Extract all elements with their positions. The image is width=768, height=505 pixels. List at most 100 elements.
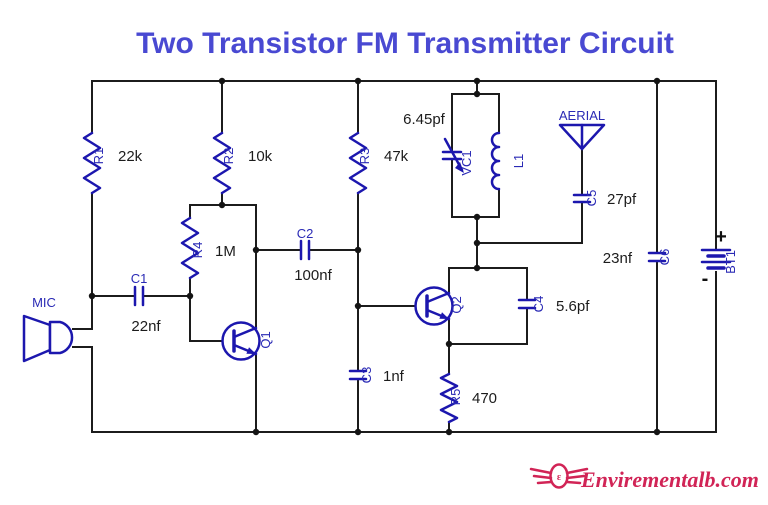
capacitor-plates — [517, 298, 537, 310]
capacitor-ref-label: C1 — [131, 271, 148, 286]
capacitor-value-label: 23nf — [603, 250, 633, 267]
inductor-ref-label: L1 — [511, 154, 526, 168]
resistor-ref-label: R5 — [448, 389, 463, 406]
junction-dot — [218, 201, 226, 209]
battery-long-plates — [700, 248, 732, 264]
resistor-r4: R4 1M — [180, 216, 236, 280]
inductor-coil — [490, 131, 501, 191]
battery-minus-sign: - — [702, 268, 709, 290]
page-title: Two Transistor FM Transmitter Circuit — [136, 27, 674, 60]
transistor-collector-lead — [425, 291, 451, 304]
capacitor-value-label: 1nf — [383, 368, 405, 385]
junction-dot — [473, 213, 481, 221]
resistor-zigzag — [348, 131, 368, 195]
junction-dot — [473, 77, 481, 85]
battery-short-plates — [706, 254, 726, 270]
capacitor-ref-label: C4 — [531, 296, 546, 313]
aerial-label: AERIAL — [559, 108, 605, 123]
junction-dot — [473, 264, 481, 272]
capacitor-c1: C1 22nf — [131, 271, 162, 335]
microphone-cone — [22, 314, 52, 363]
brand-left-wing — [529, 467, 553, 485]
resistor-value-label: 1M — [215, 243, 236, 260]
resistor-zigzag — [439, 372, 459, 424]
r3-branch-wires — [357, 80, 428, 433]
battery-bt1: + - BT1 — [700, 226, 738, 290]
capacitor-plates — [647, 251, 667, 263]
resistor-r5: R5 470 — [439, 372, 497, 424]
resistor-ref-label: R3 — [357, 148, 372, 165]
capacitor-value-label: 100nf — [294, 267, 332, 284]
capacitor-ref-label: C5 — [584, 190, 599, 207]
junction-dot — [354, 428, 362, 436]
resistor-value-label: 47k — [384, 148, 409, 165]
microphone-label: MIC — [32, 295, 56, 310]
resistor-zigzag — [212, 131, 232, 195]
junction-dot — [354, 77, 362, 85]
junction-dot — [88, 292, 96, 300]
q2-stage-wires — [448, 267, 528, 433]
capacitor-ref-label: C3 — [359, 367, 374, 384]
capacitor-plates — [572, 193, 592, 204]
transistor-emitter-arrow — [246, 347, 256, 354]
capacitor-plates — [133, 285, 145, 307]
battery-ref-label: BT1 — [723, 250, 738, 274]
capacitor-c5: C5 27pf — [572, 190, 637, 208]
junction-dot — [218, 77, 226, 85]
brand-emblem-glyph: ε — [557, 472, 562, 483]
junction-dots — [88, 77, 661, 436]
capacitor-value-label: 22nf — [131, 318, 161, 335]
resistor-r3: R3 47k — [348, 131, 409, 195]
transistor-q2: Q2 — [414, 286, 464, 326]
capacitor-c6: C6 23nf — [603, 249, 672, 267]
resistor-value-label: 10k — [248, 148, 273, 165]
variable-capacitor-vc1: VC1 6.45pf — [403, 111, 474, 176]
capacitor-plates — [299, 239, 311, 261]
brand-name: Envirementalb.com — [580, 467, 759, 492]
variable-capacitor-value-label: 6.45pf — [403, 111, 446, 128]
resistor-value-label: 470 — [472, 390, 497, 407]
resistor-ref-label: R1 — [91, 148, 106, 165]
resistor-r1: R1 22k — [82, 131, 143, 195]
aerial-feed-wires — [476, 148, 583, 244]
resistor-value-label: 22k — [118, 148, 143, 165]
junction-dot — [354, 246, 362, 254]
resistor-r2: R2 10k — [212, 131, 273, 195]
resistor-ref-label: R2 — [221, 148, 236, 165]
inductor-l1: L1 — [490, 131, 526, 191]
microphone-dome — [48, 320, 74, 355]
capacitor-ref-label: C6 — [657, 249, 672, 266]
capacitor-c2: C2 100nf — [294, 226, 332, 284]
junction-dot — [252, 246, 260, 254]
transistor-q1: Q1 — [221, 321, 273, 361]
left-branch-wires — [72, 80, 191, 433]
transistor-emitter-arrow — [439, 312, 449, 319]
capacitor-c3: C3 1nf — [348, 367, 405, 385]
junction-dot — [354, 302, 362, 310]
battery-plus-sign: + — [715, 226, 727, 248]
junction-dot — [473, 90, 481, 98]
variable-capacitor-ref-label: VC1 — [459, 150, 474, 175]
junction-dot — [653, 428, 661, 436]
brand-right-wing — [565, 467, 589, 485]
brand-watermark: ε Envirementalb.com — [529, 463, 759, 492]
junction-dot — [445, 428, 453, 436]
capacitor-c4: C4 5.6pf — [517, 296, 590, 315]
resistor-zigzag — [180, 216, 200, 280]
aerial-symbol: AERIAL — [558, 108, 606, 151]
junction-dot — [252, 428, 260, 436]
transistor-ref-label: Q2 — [449, 296, 464, 313]
capacitor-ref-label: C2 — [297, 226, 314, 241]
transistor-ref-label: Q1 — [258, 331, 273, 348]
variable-arrowhead — [455, 162, 464, 173]
capacitor-value-label: 27pf — [607, 191, 637, 208]
junction-dot — [653, 77, 661, 85]
junction-dot — [473, 239, 481, 247]
brand-emblem-oval — [549, 463, 569, 489]
capacitor-value-label: 5.6pf — [556, 298, 590, 315]
microphone-symbol: MIC — [22, 295, 74, 363]
transistor-collector-lead — [232, 326, 258, 339]
resistor-zigzag — [82, 131, 102, 195]
